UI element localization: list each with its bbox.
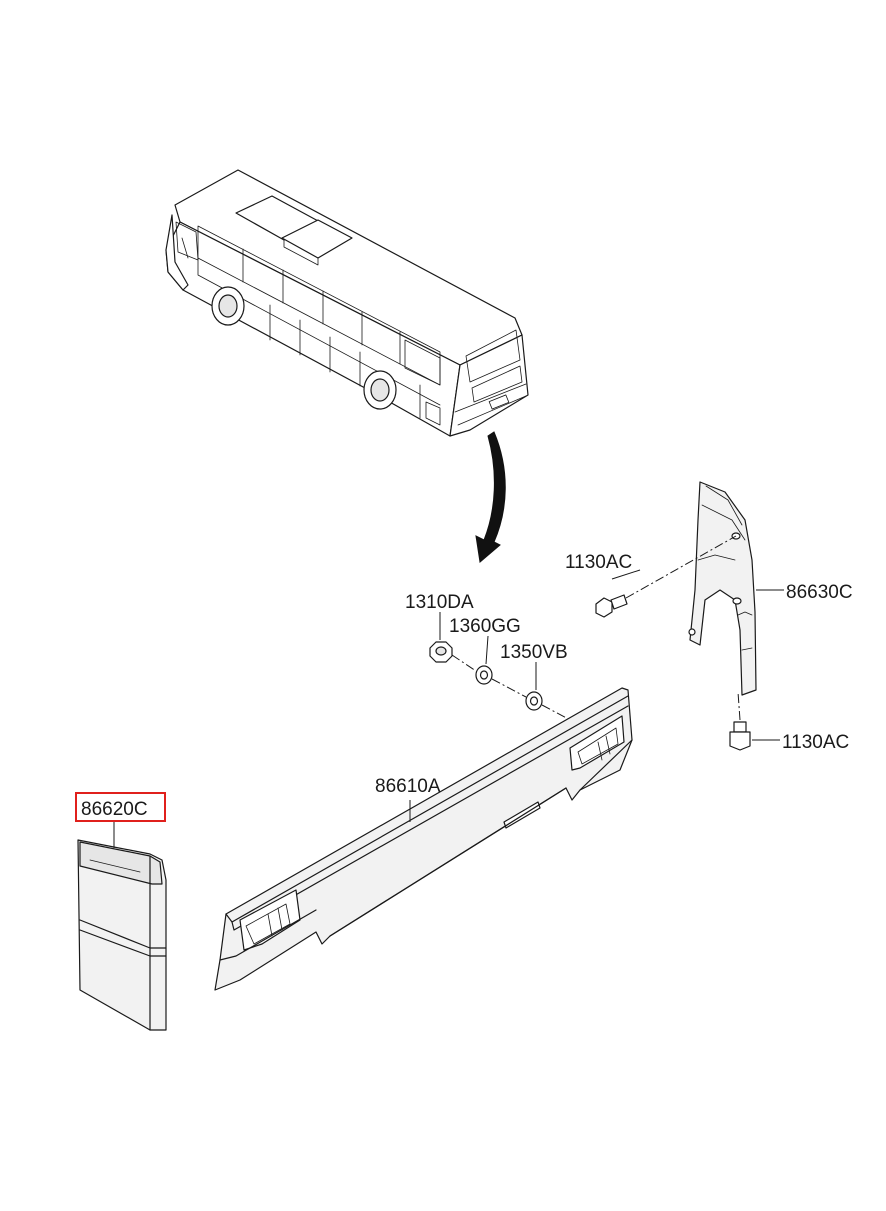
bolt-1130ac-top bbox=[595, 594, 628, 618]
label-86620c[interactable]: 86620C bbox=[81, 799, 148, 820]
side-bracket-86630c bbox=[688, 481, 757, 696]
corner-piece-86620c bbox=[77, 839, 167, 1031]
washer-1360gg bbox=[475, 665, 493, 685]
rear-bumper-86610a bbox=[214, 687, 633, 991]
label-1350vb[interactable]: 1350VB bbox=[500, 642, 568, 663]
direction-arrow bbox=[475, 431, 506, 563]
label-1310da[interactable]: 1310DA bbox=[405, 592, 474, 613]
label-1130ac-bottom[interactable]: 1130AC bbox=[782, 732, 849, 753]
label-86610a[interactable]: 86610A bbox=[375, 776, 441, 797]
label-86630c[interactable]: 86630C bbox=[786, 582, 853, 603]
bus-illustration bbox=[165, 169, 529, 437]
nut-1310da bbox=[429, 641, 453, 663]
washer-1350vb bbox=[525, 691, 543, 711]
bolt-1130ac-bottom bbox=[729, 721, 751, 751]
label-1130ac-top[interactable]: 1130AC bbox=[565, 552, 632, 573]
label-1360gg[interactable]: 1360GG bbox=[449, 616, 521, 637]
highlight-box bbox=[75, 792, 166, 822]
